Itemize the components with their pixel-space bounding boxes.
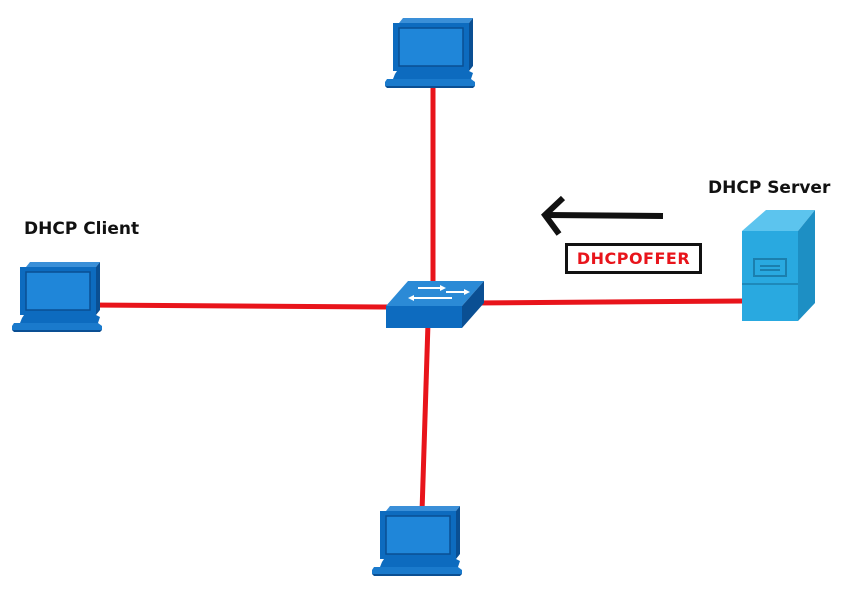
- link-switch-to-bottom-laptop: [419, 322, 431, 513]
- dhcp-server-label: DHCP Server: [708, 178, 831, 198]
- dhcpoffer-message-box: DHCPOFFER: [565, 243, 702, 274]
- laptop-icon: [11, 261, 103, 333]
- laptop-icon: [384, 17, 476, 89]
- laptop-icon: [371, 505, 463, 577]
- link-switch-to-server: [471, 298, 745, 306]
- server-icon: [742, 210, 815, 321]
- message-direction-arrow: [541, 195, 664, 236]
- dhcp-client-label: DHCP Client: [24, 219, 140, 239]
- link-lines: [87, 84, 745, 513]
- dhcpoffer-message-text: DHCPOFFER: [576, 249, 691, 268]
- switch-icon: [386, 281, 484, 328]
- link-switch-to-client: [87, 302, 389, 310]
